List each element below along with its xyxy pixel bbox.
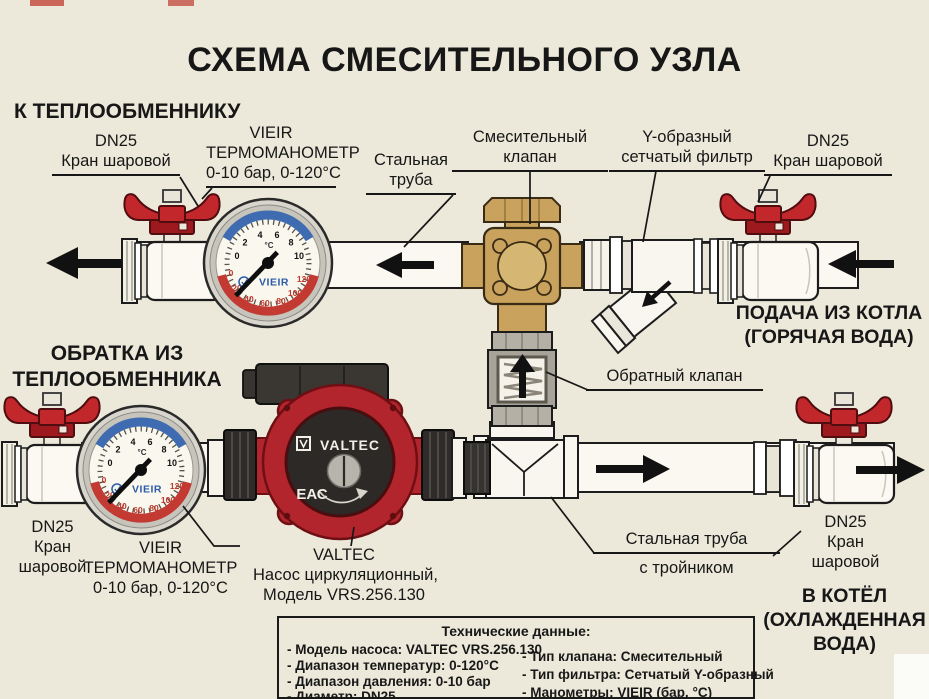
- leader-tee: [550, 496, 595, 554]
- check-valve: [487, 295, 557, 427]
- leader-check-valve: [545, 371, 589, 391]
- flow-arrow-bottom-mid: [596, 455, 670, 483]
- tech-item-pump-model: - Модель насоса: VALTEC VRS.256.130: [287, 642, 542, 657]
- label-bottom-left-valve: DN25 Кран шаровой: [18, 518, 87, 577]
- leader-bottom-gauge: [182, 505, 240, 547]
- label-y-filter: Y-образный сетчатый фильтр: [609, 127, 765, 173]
- flow-arrow-to-boiler: [856, 456, 925, 484]
- technical-data-box: Технические данные: - Модель насоса: VAL…: [277, 616, 774, 699]
- tech-item-gauges: - Манометры: VIEIR (бар, °C): [522, 685, 713, 699]
- tech-item-pressure-range: - Диапазон давления: 0-10 бар: [287, 674, 491, 689]
- label-top-gauge: VIEIR ТЕРМОМАНОМЕТР 0-10 бар, 0-120°C: [206, 123, 360, 189]
- y-strainer: [583, 236, 719, 355]
- check-valve-spring: [503, 362, 543, 400]
- label-check-valve: Обратный клапан: [586, 366, 763, 392]
- flow-arrow-from-boiler: [828, 250, 894, 278]
- pump-rotation-arrow: [319, 491, 363, 504]
- flow-arrow-to-heat-exchanger: [46, 247, 122, 279]
- leader-top-gauge: [201, 187, 213, 200]
- pump-eac-mark: ЕАС: [296, 486, 327, 503]
- tech-item-filter-type: - Тип фильтра: Сетчатый Y-образный: [522, 667, 774, 682]
- photo-artifact: [168, 0, 194, 6]
- label-steel-pipe-tee-line2: с тройником: [639, 559, 734, 577]
- y-strainer-flow-arrow: [650, 280, 672, 300]
- label-mixing-valve: Смесительный клапан: [452, 127, 608, 173]
- photo-artifact: [30, 0, 64, 6]
- page-title: СХЕМА СМЕСИТЕЛЬНОГО УЗЛА: [187, 41, 742, 79]
- tech-item-temp-range: - Диапазон температур: 0-120°C: [287, 658, 499, 673]
- mixing-valve: [461, 197, 583, 306]
- leader-top-left-valve: [179, 176, 199, 207]
- tech-item-diameter: - Диаметр: DN25: [287, 689, 396, 699]
- label-top-left-valve: DN25 Кран шаровой: [52, 131, 180, 177]
- thermomanometer-bottom: [77, 406, 205, 534]
- label-to-heat-exchanger: К ТЕПЛООБМЕННИКУ: [14, 100, 241, 123]
- leader-lines: [179, 170, 802, 557]
- label-to-boiler: В КОТЁЛ (ОХЛАЖДЕННАЯ ВОДА): [763, 585, 926, 655]
- label-return-from-heat-exchanger: ОБРАТКА ИЗ ТЕПЛООБМЕННИКА: [12, 342, 222, 391]
- leader-bottom-right-valve: [772, 530, 802, 557]
- label-bottom-gauge: VIEIR ТЕРМОМАНОМЕТР 0-10 бар, 0-120°C: [83, 539, 238, 598]
- ball-valve-top-right: [716, 188, 820, 305]
- circulation-pump: VALTEC ЕАС: [207, 363, 491, 541]
- label-steel-pipe: Стальная труба: [366, 150, 456, 196]
- leader-top-right-valve: [757, 175, 771, 203]
- check-valve-flow-arrow: [510, 354, 535, 372]
- flow-arrows: [46, 247, 925, 484]
- label-steel-pipe-tee-line1: Стальная труба: [593, 529, 780, 555]
- valtec-logo-icon: [296, 436, 311, 451]
- ball-valve-bottom-right: [792, 391, 896, 508]
- photo-corner: [894, 654, 929, 699]
- thermomanometer-top: [204, 199, 332, 327]
- tech-item-valve-type: - Тип клапана: Смесительный: [522, 649, 723, 664]
- flow-arrow-top-mid: [376, 252, 434, 278]
- technical-data-title: Технические данные:: [441, 623, 591, 639]
- label-supply-from-boiler: ПОДАЧА ИЗ КОТЛА (ГОРЯЧАЯ ВОДА): [735, 302, 923, 348]
- union-fitting-bottom-right: [753, 439, 797, 497]
- label-pump: VALTEC Насос циркуляционный, Модель VRS.…: [253, 546, 438, 605]
- pump-brand-text: VALTEC: [320, 437, 380, 453]
- label-bottom-right-valve: DN25 Кран шаровой: [811, 513, 880, 572]
- leader-y-filter: [642, 170, 657, 243]
- leader-pump: [350, 526, 355, 547]
- leader-steel-pipe: [403, 194, 454, 248]
- label-top-right-valve: DN25 Кран шаровой: [764, 131, 892, 177]
